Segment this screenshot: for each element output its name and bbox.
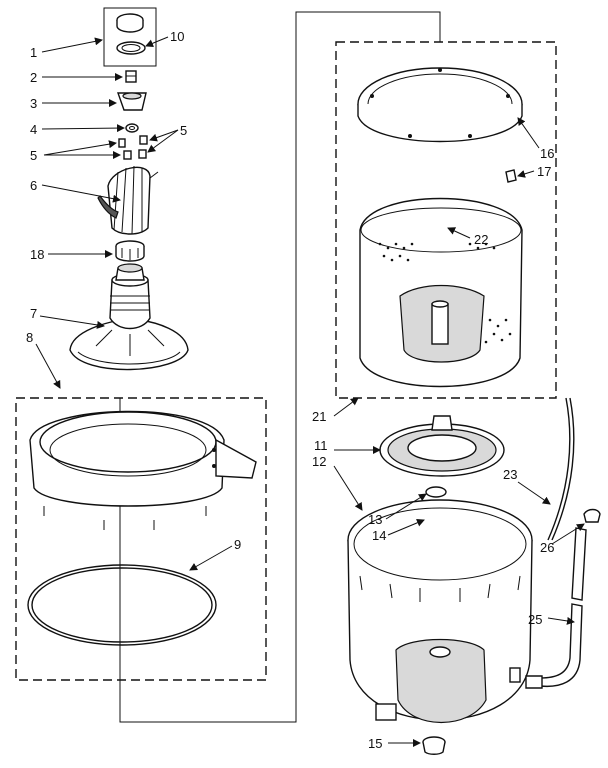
callout-26: 26 [540, 540, 554, 555]
callout-4: 4 [30, 122, 37, 137]
part-21-group-box [335, 41, 557, 399]
part-13-nut [425, 486, 447, 498]
callout-9: 9 [234, 537, 241, 552]
part-2-bolt [125, 70, 137, 83]
callout-1: 1 [30, 45, 37, 60]
part-23-hose [547, 397, 575, 541]
callout-21: 21 [312, 409, 326, 424]
leader-lines [35, 36, 585, 747]
part-25-drain-hose [525, 527, 587, 689]
part-7-agitator-base [69, 263, 189, 371]
part-5-dogs [118, 135, 148, 160]
callout-3: 3 [30, 96, 37, 111]
part-17-clip [505, 169, 517, 183]
callout-10: 10 [170, 29, 184, 44]
callout-11: 11 [314, 438, 328, 453]
part-26-clamp [583, 508, 601, 523]
callout-8: 8 [26, 330, 33, 345]
callout-12: 12 [312, 454, 326, 469]
agitator-cap [116, 13, 144, 33]
group-connector-line [119, 11, 441, 723]
callout-16: 16 [540, 146, 554, 161]
callout-23: 23 [503, 467, 517, 482]
cap-seal-ring [116, 41, 146, 55]
part-15-drain-fitting [422, 736, 446, 755]
callout-25: 25 [528, 612, 542, 627]
part-11-drive-ring [379, 415, 505, 477]
part-18-coupling [115, 240, 145, 262]
part-4-washer [125, 123, 139, 133]
callout-17: 17 [537, 164, 551, 179]
part-1-group-box [103, 7, 157, 67]
part-16-balance-ring [357, 67, 523, 143]
callout-18: 18 [30, 247, 44, 262]
spin-basket [359, 197, 523, 388]
callout-15: 15 [368, 736, 382, 751]
part-6-agitator-barrel [97, 165, 159, 235]
callout-22: 22 [474, 232, 488, 247]
part-3-cam [117, 92, 147, 111]
callout-14: 14 [372, 528, 386, 543]
part-12-outer-tub [347, 499, 533, 724]
callout-6: 6 [30, 178, 37, 193]
part-9-tub-gasket [27, 564, 217, 646]
callout-5-left: 5 [30, 148, 37, 163]
part-8-tub-ring [29, 410, 257, 530]
callout-7: 7 [30, 306, 37, 321]
callout-13: 13 [368, 512, 382, 527]
callout-5-right: 5 [180, 123, 187, 138]
callout-2: 2 [30, 70, 37, 85]
